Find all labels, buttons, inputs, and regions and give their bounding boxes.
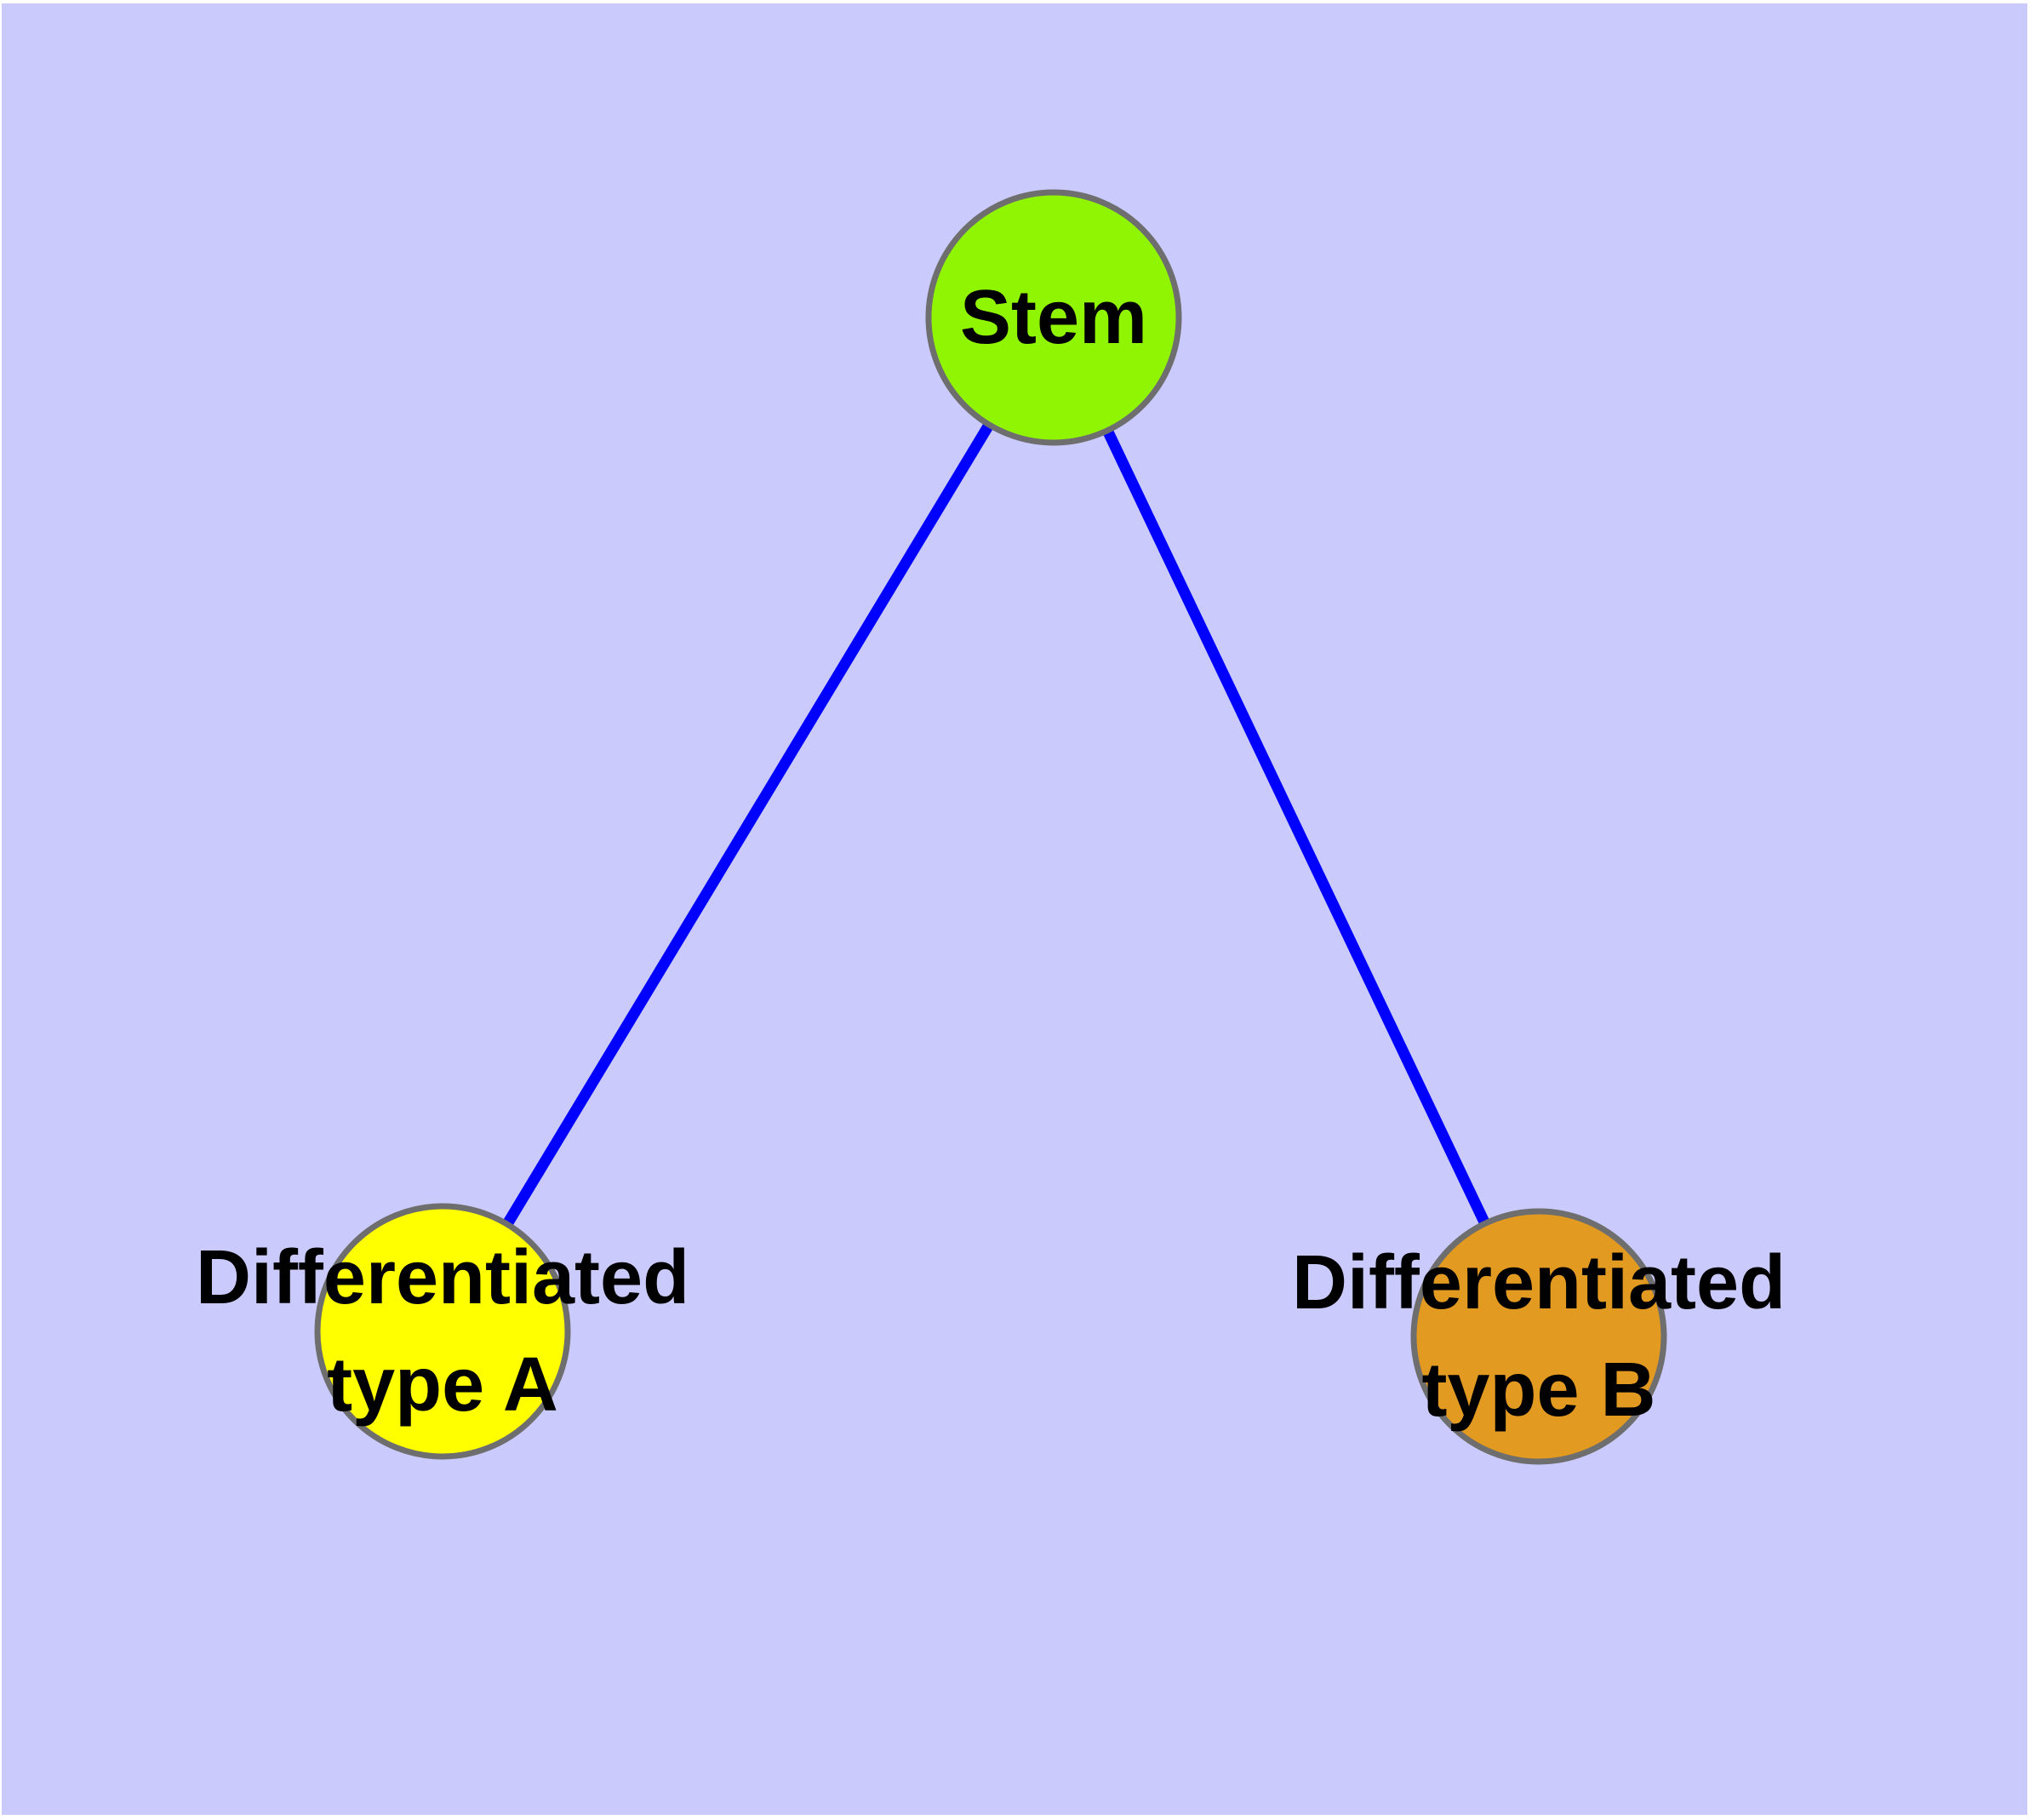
edge-stem-to-differentiated-type-a [437,314,1059,1335]
node-differentiated-type-a [314,1203,571,1460]
graph [314,189,1667,1465]
node-stem [925,189,1182,446]
node-label-stem: Stem [959,275,1148,360]
node-differentiated-type-b [1410,1208,1667,1465]
edge-stem-to-differentiated-type-b [1049,315,1544,1339]
